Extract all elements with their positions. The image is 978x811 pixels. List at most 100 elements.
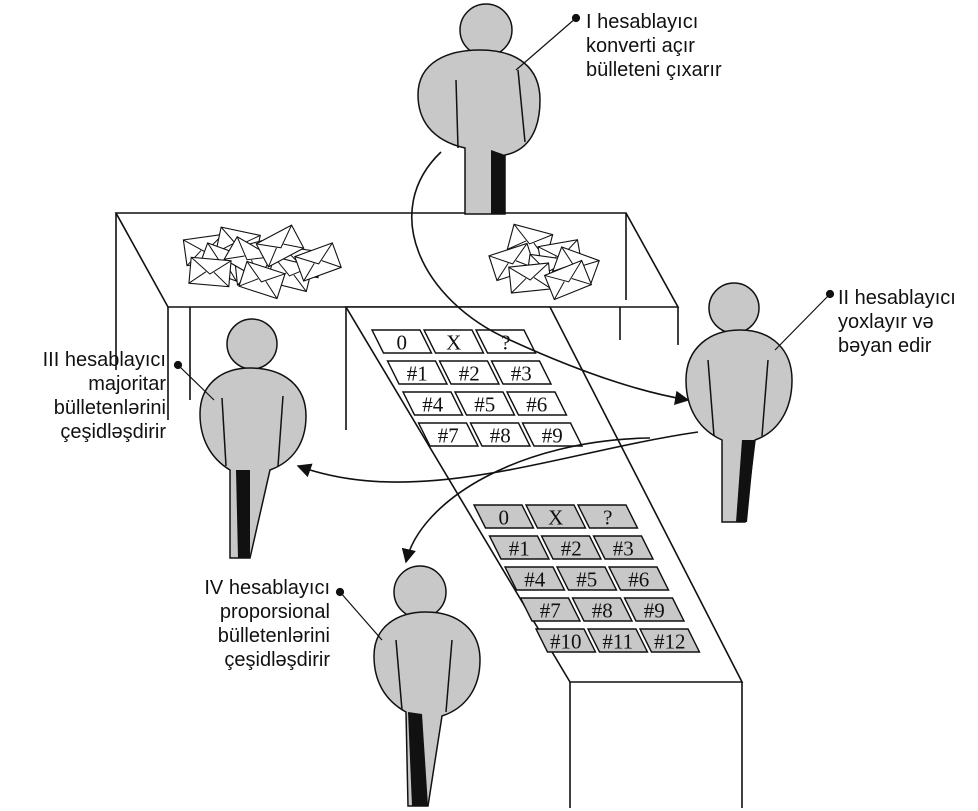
majoritarian-cell-label: #9 <box>542 424 563 448</box>
counter-3-head <box>226 318 278 370</box>
majoritarian-cell-label: #6 <box>526 393 547 417</box>
proportional-cell-label: #5 <box>576 568 597 592</box>
counter-3-line-4: çeşidləşdirir <box>60 421 166 443</box>
counter-4-figure <box>373 565 481 807</box>
proportional-cell-box <box>571 597 634 622</box>
counter-2-line-2: yoxlayır və <box>838 311 934 333</box>
majoritarian-cell-label: #5 <box>474 393 495 417</box>
counter-3-line-1: III hesablayıcı <box>42 349 166 371</box>
proportional-cell-label: #1 <box>509 537 530 561</box>
proportional-cell-box <box>503 566 566 591</box>
majoritarian-cell-box <box>401 391 464 416</box>
proportional-cell-label: #4 <box>524 568 546 592</box>
leader-dot-3 <box>173 360 183 370</box>
arrow-counter2-to-counter4 <box>401 437 651 564</box>
leader-dot-4 <box>335 587 345 597</box>
counter-2-head <box>708 282 760 334</box>
counter-4-line-2: proporsional <box>219 601 330 623</box>
counter-2-figure <box>685 282 793 523</box>
counter-3-line-2: majoritar <box>88 373 166 395</box>
leader-dot-2 <box>825 289 835 299</box>
counter-4-body <box>373 611 481 807</box>
proportional-cell-box <box>540 535 603 560</box>
majoritarian-cell-label: #8 <box>490 424 511 448</box>
majoritarian-cell-label: #4 <box>422 393 444 417</box>
proportional-cell-box <box>534 628 597 653</box>
counter-1-line-2: konverti açır <box>586 35 695 57</box>
counter-4-line-3: bülletenlərini <box>217 625 330 647</box>
proportional-cell-label: #12 <box>654 630 686 654</box>
majoritarian-cell-box <box>474 329 537 354</box>
proportional-cell-label: X <box>548 506 563 530</box>
counter-3-line-3: bülletenlərini <box>53 397 166 419</box>
counter-2-line-3: bəyan edir <box>838 335 932 357</box>
proportional-cell-box <box>524 504 587 529</box>
proportional-cell-label: #9 <box>644 599 665 623</box>
proportional-cell-box <box>576 504 639 529</box>
proportional-cell-box <box>592 535 655 560</box>
proportional-cell-label: #8 <box>592 599 613 623</box>
proportional-cell-box <box>623 597 686 622</box>
counter-4-leg-shadow <box>408 712 428 806</box>
proportional-cell-label: ? <box>603 506 612 530</box>
envelope-icon <box>188 256 232 288</box>
envelope-icon <box>255 224 305 268</box>
majoritarian-cell-label: #2 <box>459 362 480 386</box>
majoritarian-cell-box <box>469 422 532 447</box>
majoritarian-cell-box <box>490 360 553 385</box>
proportional-cell-label: #2 <box>561 537 582 561</box>
envelope-icon <box>238 260 286 300</box>
arrow-counter1-to-counter2 <box>411 151 690 405</box>
proportional-cell-box <box>519 597 582 622</box>
majoritarian-cell-label: X <box>446 331 461 355</box>
counter-4-line-1: IV hesablayıcı <box>204 577 330 599</box>
envelope-icon <box>294 242 342 282</box>
counter-4-label: IV hesablayıcı proporsional bülletenləri… <box>170 576 330 672</box>
proportional-cell-box <box>638 628 701 653</box>
majoritarian-cell-box <box>422 329 485 354</box>
majoritarian-cell-label: #3 <box>511 362 532 386</box>
counter-1-label: I hesablayıcı konverti açır bülleteni çı… <box>586 10 722 82</box>
proportional-cell-label: 0 <box>499 506 510 530</box>
majoritarian-cell-box <box>386 360 449 385</box>
envelope-icon <box>543 259 593 301</box>
proportional-cell-box <box>607 566 670 591</box>
counter-1-line-3: bülleteni çıxarır <box>586 59 722 81</box>
envelope-icon <box>508 262 552 294</box>
proportional-cell-box <box>472 504 535 529</box>
majoritarian-cell-box <box>370 329 433 354</box>
counter-2-leg-shadow <box>736 440 755 522</box>
majoritarian-cell-label: 0 <box>397 331 408 355</box>
counter-1-line-1: I hesablayıcı <box>586 11 699 33</box>
envelope-pile-left <box>182 224 342 300</box>
leader-dot-1 <box>571 13 581 23</box>
proportional-cell-label: #10 <box>550 630 582 654</box>
counter-3-body <box>199 367 307 559</box>
counter-2-body <box>685 329 793 523</box>
counter-1-head <box>459 3 513 57</box>
counter-1-body <box>417 49 541 215</box>
leader-lines <box>173 13 835 641</box>
majoritarian-cell-box <box>505 391 568 416</box>
counter-2-label: II hesablayıcı yoxlayır və bəyan edir <box>838 286 956 358</box>
envelope-pile-right <box>488 223 600 301</box>
counter-3-figure <box>199 318 307 559</box>
counter-1-figure <box>417 3 541 215</box>
counter-2-line-1: II hesablayıcı <box>838 287 956 309</box>
counter-3-label: III hesablayıcı majoritar bülletenlərini… <box>6 348 166 444</box>
counter-1-leg-shadow <box>491 150 505 214</box>
majoritarian-cell-label: #1 <box>407 362 428 386</box>
majoritarian-cell-box <box>417 422 480 447</box>
proportional-cell-label: #11 <box>602 630 633 654</box>
majoritarian-cell-label: ? <box>501 331 510 355</box>
proportional-cell-box <box>586 628 649 653</box>
flow-arrows <box>296 151 699 564</box>
proportional-cell-box <box>488 535 551 560</box>
counter-4-head <box>393 565 447 619</box>
counter-4-line-4: çeşidləşdirir <box>224 649 330 671</box>
counter-3-leg-shadow <box>236 470 250 558</box>
majoritarian-cell-box <box>521 422 584 447</box>
proportional-cell-label: #6 <box>628 568 649 592</box>
